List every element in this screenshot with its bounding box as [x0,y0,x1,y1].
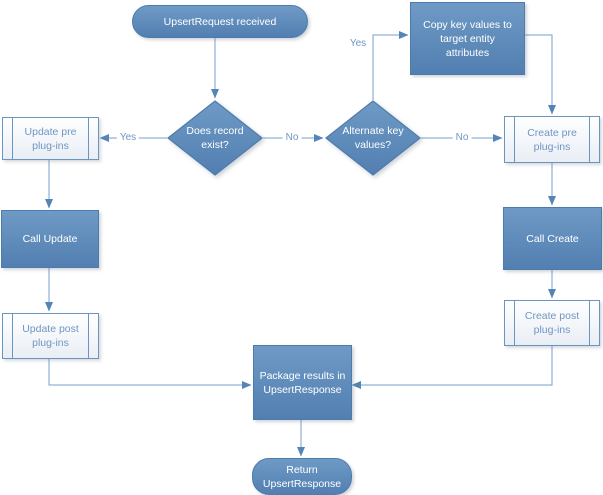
decision-does-record-exist: Does record exist? [167,100,263,176]
subprocess-side-bar [12,118,13,159]
decision-alternate-key-values: Alternate key values? [325,100,421,176]
subprocess-update-post-plugins: Update post plug-ins [2,313,99,359]
diamond-shape [325,100,421,176]
node-label: Alternate key values? [342,125,404,151]
node-label: Return UpsertResponse [262,463,342,490]
edge-label-yes-copy: Yes [346,38,370,50]
node-label: Copy key values to target entity attribu… [423,18,512,59]
process-copy-key-values: Copy key values to target entity attribu… [410,2,525,75]
node-label: Update post plug-ins [22,323,79,349]
subprocess-side-bar [589,117,590,162]
process-package-results: Package results in UpsertResponse [253,345,352,420]
node-label: Call Create [526,232,579,245]
subprocess-update-pre-plugins: Update pre plug-ins [2,117,99,160]
connector-copy-to-create-pre [523,34,556,115]
subprocess-side-bar [88,314,89,358]
subprocess-side-bar [88,118,89,159]
process-call-update: Call Update [1,210,99,268]
edge-label-no-alternate: No [282,132,302,144]
node-label: Call Update [22,233,78,245]
subprocess-create-post-plugins: Create post plug-ins [504,300,600,346]
subprocess-side-bar [12,314,13,358]
node-label: Create post plug-ins [524,310,580,336]
edge-label-no-create: No [452,132,472,144]
subprocess-side-bar [514,117,515,162]
node-label: Does record exist? [186,125,244,151]
node-label: Package results in UpsertResponse [259,369,346,396]
connector-alternate-yes-to-copy [372,31,409,100]
terminator-return-upsertresponse: Return UpsertResponse [252,458,352,495]
subprocess-create-pre-plugins: Create pre plug-ins [504,116,600,163]
subprocess-side-bar [514,301,515,345]
node-label: Create pre plug-ins [527,126,577,153]
node-label: UpsertRequest received [163,15,277,28]
process-call-create: Call Create [503,207,602,270]
diamond-shape [167,100,263,176]
subprocess-side-bar [589,301,590,345]
connector-create-post-to-package [351,344,553,389]
node-label: Update pre plug-ins [24,125,77,152]
terminator-upsertrequest-received: UpsertRequest received [132,5,308,38]
edge-label-yes-update: Yes [116,132,140,144]
connector-update-post-to-package [48,357,252,389]
